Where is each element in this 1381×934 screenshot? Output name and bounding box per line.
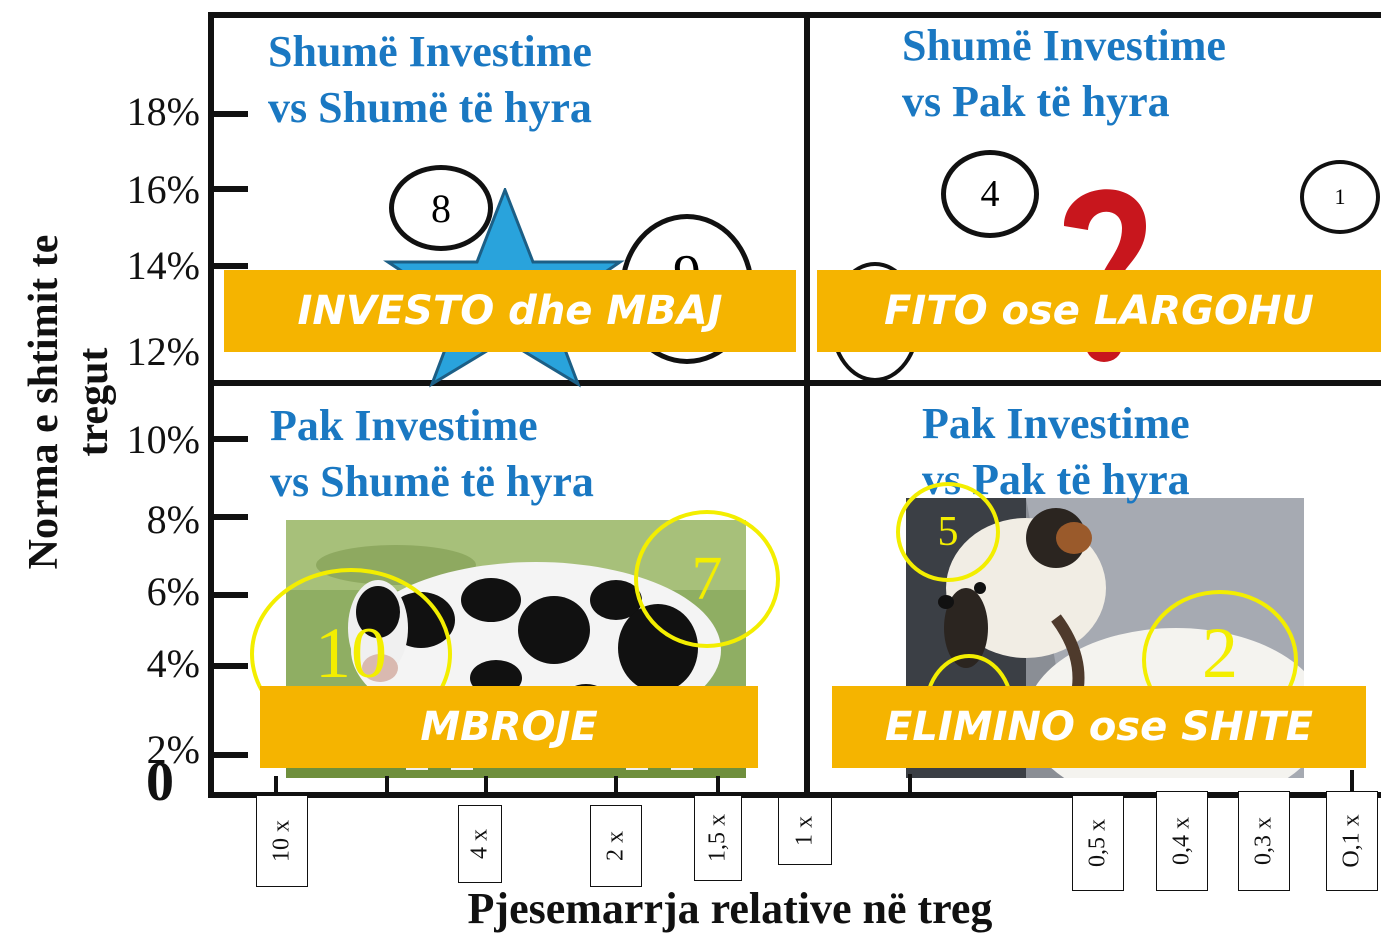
x-tick-mark <box>1350 770 1354 794</box>
title-line: vs Shumë të hyra <box>268 83 592 132</box>
top-border <box>208 12 1381 18</box>
y-tick-mark <box>210 752 248 758</box>
y-tick-mark <box>210 111 248 117</box>
x-tick-label: 1 x <box>778 797 832 865</box>
x-tick-mark <box>484 776 488 794</box>
bubble-marker: 2 <box>1142 590 1298 730</box>
bubble-marker: 4 <box>941 150 1039 238</box>
title-line: Pak Investime <box>922 399 1190 448</box>
x-tick-text: 10 x <box>268 820 295 862</box>
quadrant-title-bottom-left: Pak Investime vs Shumë të hyra <box>270 398 594 510</box>
x-tick-text: 0,5 x <box>1084 819 1111 867</box>
action-banner-bottom-right: ELIMINO ose SHITE <box>832 686 1366 768</box>
x-axis-title: Pjesemarrja relative në treg <box>467 884 993 933</box>
x-tick-mark <box>716 776 720 794</box>
x-tick-mark <box>385 776 389 794</box>
bubble-marker: 8 <box>389 165 493 251</box>
x-tick-text: O,1 x <box>1338 814 1365 868</box>
x-tick-text: 0,4 x <box>1168 817 1195 865</box>
title-line: Pak Investime <box>270 401 538 450</box>
action-banner-bottom-left: MBROJE <box>260 686 758 768</box>
y-tick-mark <box>210 514 248 520</box>
x-tick-mark <box>614 776 618 794</box>
x-tick-text: 2 x <box>602 831 629 861</box>
bubble-marker: 7 <box>634 510 780 648</box>
y-tick-label: 6% <box>146 569 200 614</box>
y-tick-label: 4% <box>146 641 200 686</box>
x-tick-label: O,1 x <box>1326 791 1378 891</box>
y-tick-label: 10% <box>126 417 200 462</box>
middle-divider-horizontal <box>208 380 1381 386</box>
x-tick-label: 10 x <box>256 795 308 887</box>
x-tick-text: 1 x <box>791 816 818 846</box>
y-tick-mark <box>210 263 248 269</box>
y-tick-label: 16% <box>126 167 200 212</box>
x-tick-text: 4 x <box>466 829 493 859</box>
x-tick-label: 1,5 x <box>694 795 742 881</box>
action-banner-top-left: INVESTO dhe MBAJ <box>224 270 796 352</box>
x-tick-label: 4 x <box>458 805 502 883</box>
middle-divider-vertical <box>804 12 810 798</box>
y-tick-label: 18% <box>126 89 200 134</box>
y-tick-mark <box>210 186 248 192</box>
y-tick-label: 12% <box>126 329 200 374</box>
bubble-marker: 1 <box>1300 160 1380 234</box>
x-axis-line <box>208 792 1381 798</box>
bubble-marker-number: 10 <box>315 613 387 693</box>
y-tick-mark <box>210 663 248 669</box>
x-tick-mark <box>908 774 912 794</box>
quadrant-title-top-left: Shumë Investime vs Shumë të hyra <box>268 24 592 136</box>
bubble-marker: 5 <box>896 482 1000 582</box>
title-line: vs Shumë të hyra <box>270 457 594 506</box>
y-tick-label: 2% <box>146 727 200 772</box>
x-tick-label: 0,3 x <box>1238 791 1290 891</box>
y-zero-label: 0 <box>146 751 174 813</box>
x-tick-label: 0,4 x <box>1156 791 1208 891</box>
bubble-marker-number: 2 <box>1202 613 1238 693</box>
title-line: vs Pak të hyra <box>902 77 1170 126</box>
title-line: Shumë Investime <box>268 27 592 76</box>
y-tick-label: 14% <box>126 243 200 288</box>
quadrant-title-top-right: Shumë Investime vs Pak të hyra <box>902 18 1226 130</box>
x-tick-text: 1,5 x <box>704 814 731 862</box>
x-tick-label: 0,5 x <box>1072 795 1124 891</box>
y-tick-label: 8% <box>146 497 200 542</box>
y-tick-mark <box>210 592 248 598</box>
title-line: Shumë Investime <box>902 21 1226 70</box>
y-tick-mark <box>210 436 248 442</box>
action-banner-top-right: FITO ose LARGOHU <box>817 270 1381 352</box>
x-tick-mark <box>274 776 278 794</box>
y-axis-line <box>208 12 214 798</box>
x-tick-label: 2 x <box>590 805 642 887</box>
x-tick-text: 0,3 x <box>1250 817 1277 865</box>
